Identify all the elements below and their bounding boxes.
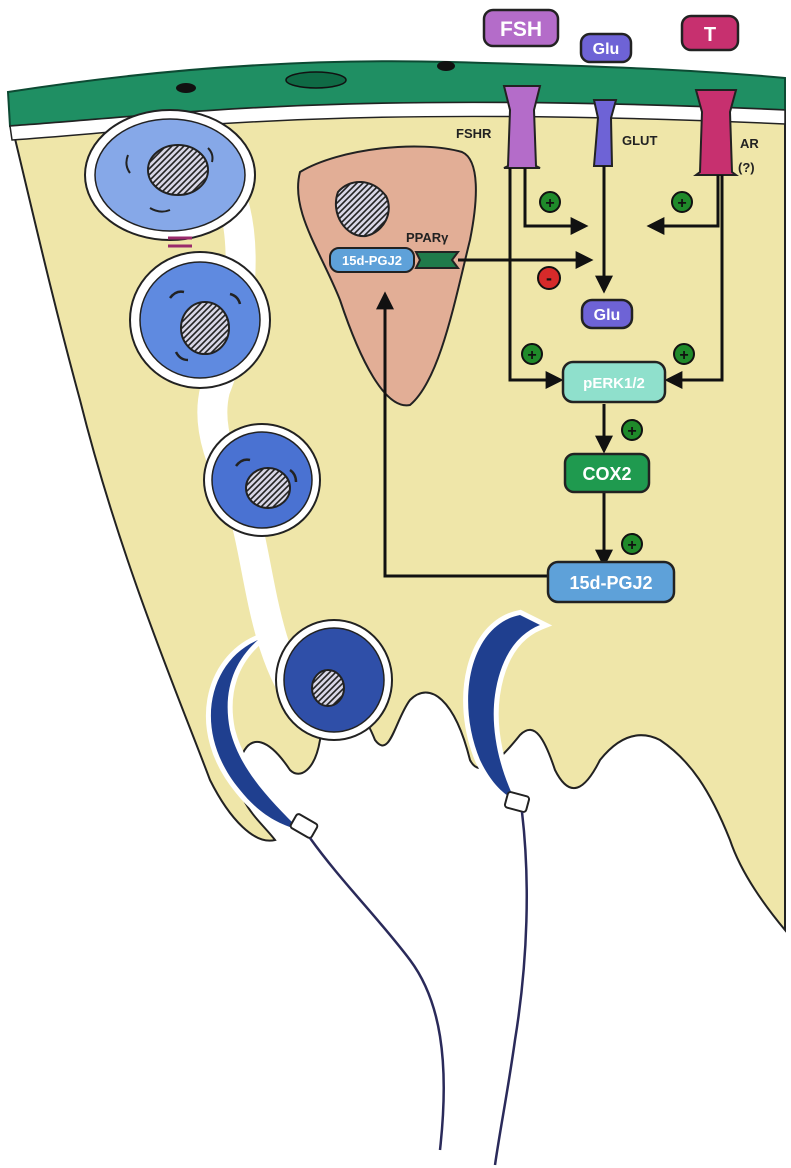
- perk-label: pERK1/2: [583, 375, 645, 392]
- plus-badge: +: [522, 344, 542, 364]
- svg-text:+: +: [677, 195, 686, 212]
- pgj2-product-node: 15d-PGJ2: [548, 562, 674, 602]
- plus-badge: +: [540, 192, 560, 212]
- cox2-node: COX2: [565, 454, 649, 492]
- glu-inside-label: Glu: [594, 307, 621, 324]
- ppar-label: PPARγ: [406, 230, 449, 245]
- plus-badge: +: [622, 534, 642, 554]
- svg-text:+: +: [527, 347, 536, 364]
- ar-label: AR: [740, 136, 759, 151]
- spermatogonium-nucleus: [148, 145, 208, 195]
- spermatid-nucleus: [312, 670, 344, 706]
- spermatocyte-nucleus: [246, 468, 290, 508]
- svg-text:+: +: [545, 195, 554, 212]
- glu-label: Glu: [593, 41, 620, 58]
- myoid-cell-nucleus: [176, 83, 196, 93]
- plus-badge: +: [672, 192, 692, 212]
- fshr-label: FSHR: [456, 126, 492, 141]
- plus-badge: +: [622, 420, 642, 440]
- svg-text:+: +: [679, 347, 688, 364]
- pgj2-product-label: 15d-PGJ2: [569, 573, 652, 593]
- glu-ligand-outside: Glu: [581, 34, 631, 62]
- ppar-receptor: [416, 252, 458, 268]
- perk-node: pERK1/2: [563, 362, 665, 402]
- svg-text:-: -: [546, 268, 552, 288]
- t-label: T: [704, 24, 716, 46]
- pgj2-bound-label: 15d-PGJ2: [342, 253, 402, 268]
- ar-receptor: [696, 90, 736, 175]
- glut-label: GLUT: [622, 133, 657, 148]
- glu-intracellular: Glu: [582, 300, 632, 328]
- plus-badge: +: [674, 344, 694, 364]
- t-ligand: T: [682, 16, 738, 50]
- svg-text:+: +: [627, 537, 636, 554]
- svg-text:+: +: [627, 423, 636, 440]
- spermatocyte-nucleus: [181, 302, 229, 354]
- myoid-cell-nucleus: [286, 72, 346, 88]
- minus-badge: -: [538, 267, 560, 289]
- fsh-label: FSH: [500, 18, 542, 41]
- pgj2-bound-node: 15d-PGJ2: [330, 248, 414, 272]
- fsh-ligand: FSH: [484, 10, 558, 46]
- myoid-cell-nucleus: [437, 61, 455, 71]
- ar-note: (?): [738, 160, 755, 175]
- cox2-label: COX2: [582, 464, 631, 484]
- fshr-receptor: [504, 86, 540, 168]
